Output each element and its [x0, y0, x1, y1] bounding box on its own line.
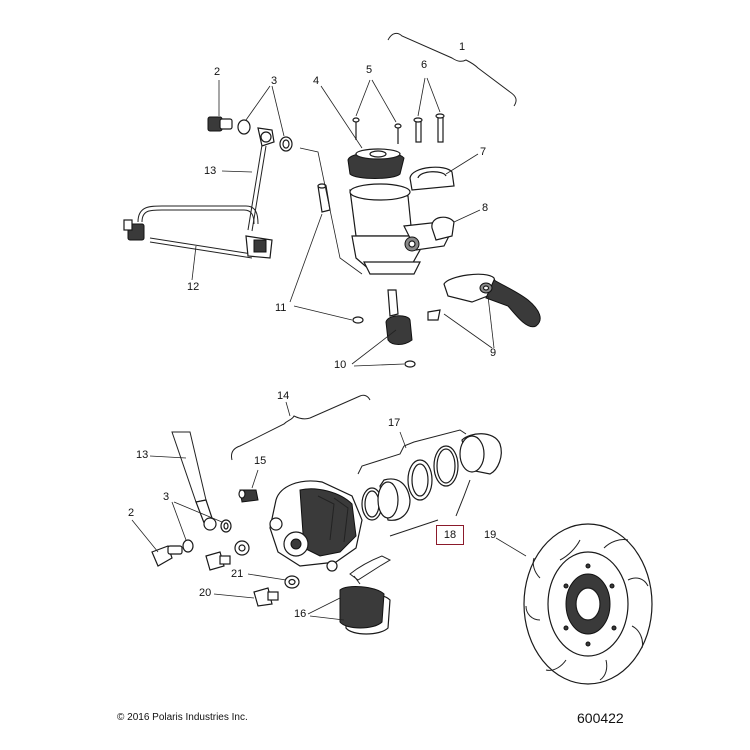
- callout-12: 12: [187, 281, 200, 293]
- piston-seal-group: [357, 429, 502, 537]
- callout-20: 20: [199, 587, 212, 599]
- crush-washers-bottom: [171, 501, 232, 553]
- reservoir-cover: [320, 85, 405, 179]
- group-14-bracket: [231, 394, 371, 461]
- callout-8: 8: [482, 202, 489, 214]
- caliper-washers: [205, 540, 300, 607]
- caliper: [269, 480, 363, 572]
- callout-2-top: 2: [214, 66, 221, 78]
- diagram-number: 600422: [577, 710, 624, 726]
- callout-11: 11: [275, 302, 287, 314]
- master-cylinder: [349, 183, 453, 275]
- clamp-screws: [413, 77, 445, 143]
- handlebar-clamp: [409, 153, 479, 191]
- brake-lever: [427, 273, 541, 349]
- callout-3-top: 3: [271, 75, 278, 87]
- brake-rotor: [495, 523, 653, 685]
- callout-9: 9: [490, 347, 497, 359]
- brake-line-top: [221, 127, 275, 232]
- brake-line-bottom: [149, 431, 217, 531]
- callout-18-label: 18: [443, 529, 457, 541]
- callout-17: 17: [388, 417, 401, 429]
- callout-4: 4: [313, 75, 320, 87]
- callout-21: 21: [231, 568, 244, 580]
- brake-hose: [123, 205, 273, 281]
- brake-pads: [307, 586, 391, 635]
- callout-10: 10: [334, 359, 347, 371]
- callout-6: 6: [421, 59, 428, 71]
- group-1-bracket: [387, 32, 517, 107]
- callout-5: 5: [366, 64, 373, 76]
- callout-3-bottom: 3: [163, 491, 170, 503]
- callout-15: 15: [254, 455, 267, 467]
- callout-2-bottom: 2: [128, 507, 135, 519]
- callout-1: 1: [459, 41, 466, 53]
- lever-plunger: [351, 289, 416, 368]
- pad-clip: [349, 555, 392, 585]
- copyright-text: © 2016 Polaris Industries Inc.: [117, 712, 248, 723]
- callout-13-top: 13: [204, 165, 217, 177]
- clamp-lower: [431, 209, 481, 241]
- callout-16: 16: [294, 608, 307, 620]
- cover-screws: [352, 79, 402, 144]
- banjo-bolt-top: [207, 80, 233, 132]
- callout-13-bottom: 13: [136, 449, 149, 461]
- bleeder-valve: [238, 469, 259, 503]
- banjo-bolt-bottom: [131, 519, 183, 567]
- callout-7: 7: [480, 146, 487, 158]
- callout-14: 14: [277, 390, 290, 402]
- crush-washers-top: [237, 85, 293, 152]
- callout-18-highlighted[interactable]: 18: [436, 525, 464, 545]
- callout-19: 19: [484, 529, 497, 541]
